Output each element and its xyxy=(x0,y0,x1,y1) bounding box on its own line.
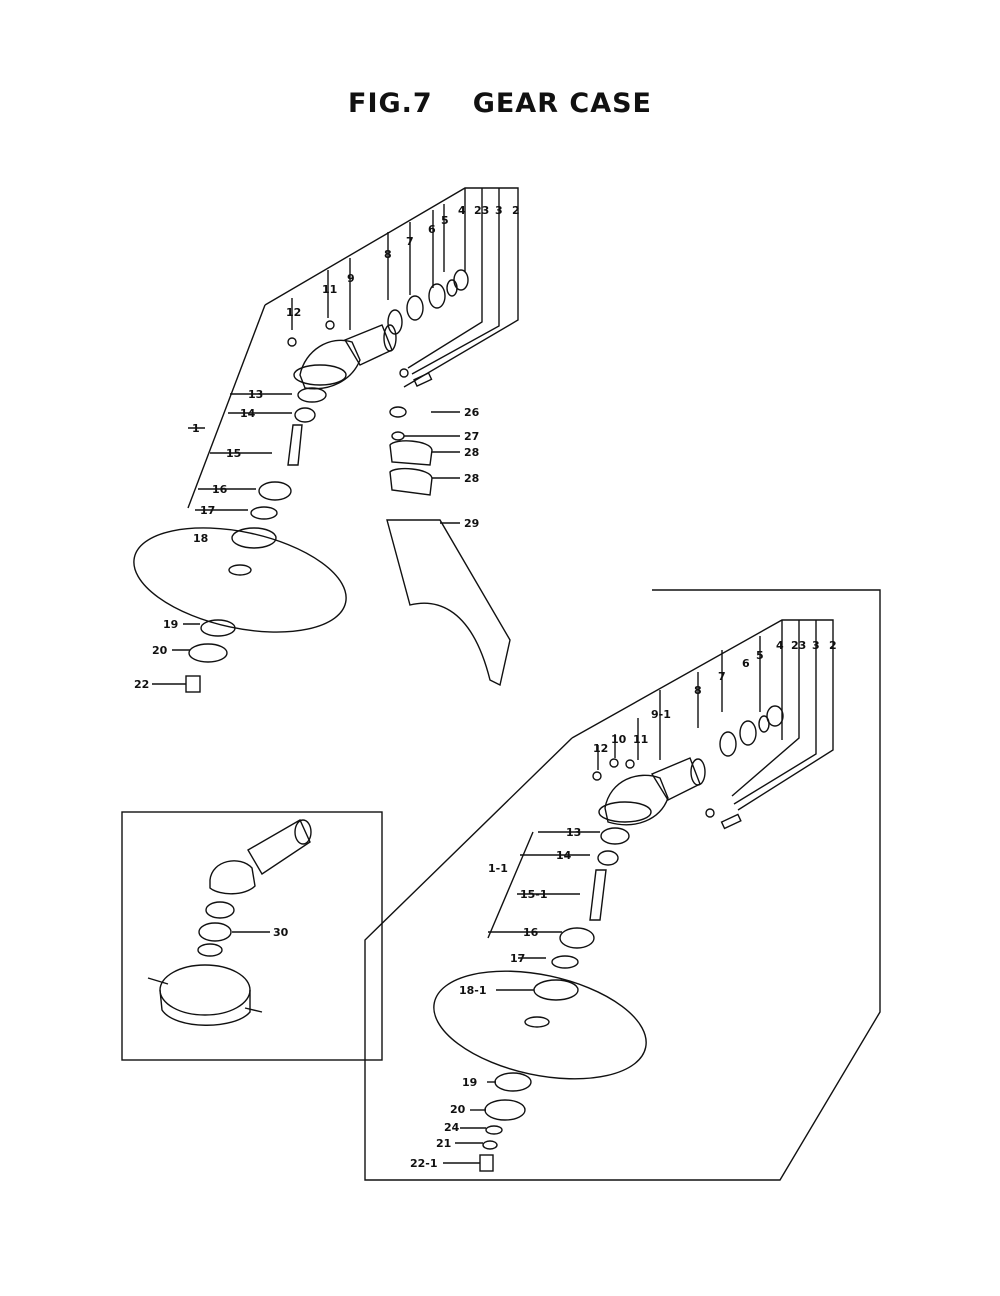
label-a-7: 7 xyxy=(406,235,414,248)
label-b-3: 3 xyxy=(812,639,820,652)
label-a-1: 1 xyxy=(192,422,200,435)
label-a-14: 14 xyxy=(240,407,256,420)
blade-disk-a xyxy=(133,527,347,633)
label-b-19: 19 xyxy=(462,1076,477,1089)
label-a-22: 22 xyxy=(134,678,149,691)
label-b-24: 24 xyxy=(444,1121,460,1134)
bearing-8 xyxy=(387,309,403,335)
label-a-19: 19 xyxy=(163,618,178,631)
label-b-13: 13 xyxy=(566,826,581,839)
label-a-28-lower: 28 xyxy=(464,472,479,485)
label-inset-30: 30 xyxy=(273,926,289,939)
bolt-22 xyxy=(185,675,201,693)
label-b-11: 11 xyxy=(633,733,648,746)
diagram-a-frame xyxy=(264,187,519,388)
label-a-3: 3 xyxy=(495,204,503,217)
figure-title: FIG.7 GEAR CASE xyxy=(0,88,1000,119)
label-b-22-1: 22-1 xyxy=(410,1157,438,1170)
label-a-16: 16 xyxy=(212,483,228,496)
label-b-8: 8 xyxy=(694,684,702,697)
circlip-4 xyxy=(453,269,469,291)
nut-14 xyxy=(294,407,316,423)
label-a-28-upper: 28 xyxy=(464,446,479,459)
screw-11 xyxy=(325,320,335,330)
label-a-18: 18 xyxy=(193,532,208,545)
shaft-15 xyxy=(287,424,303,466)
diagram-b-labels: 4 23 3 2 12 10 11 9-1 8 7 6 5 13 14 1-1 … xyxy=(410,639,837,1170)
label-b-6: 6 xyxy=(742,657,750,670)
inset-nylon-head xyxy=(121,811,383,1061)
label-a-11: 11 xyxy=(322,283,337,296)
bolt-26 xyxy=(389,406,407,418)
diagram-b xyxy=(364,589,881,1181)
figure-name: GEAR CASE xyxy=(472,88,652,119)
label-a-27: 27 xyxy=(464,430,479,443)
label-b-2: 2 xyxy=(829,639,837,652)
diagram-b-frame xyxy=(364,589,881,1181)
washer-19 xyxy=(200,619,236,637)
label-b-17: 17 xyxy=(510,952,525,965)
label-b-7: 7 xyxy=(718,670,726,683)
label-a-8: 8 xyxy=(384,248,392,261)
label-a-26: 26 xyxy=(464,406,480,419)
label-b-1-1: 1-1 xyxy=(488,862,508,875)
label-a-6: 6 xyxy=(428,223,436,236)
figure-number: FIG.7 xyxy=(348,88,433,119)
label-b-10: 10 xyxy=(611,733,627,746)
label-a-9: 9 xyxy=(347,272,355,285)
holder-18 xyxy=(231,527,277,549)
guard-29 xyxy=(386,519,511,687)
screw-12 xyxy=(287,337,297,347)
diagram-a-labels: 4 23 3 2 12 11 9 8 7 6 5 13 14 1 15 16 1… xyxy=(134,204,520,691)
label-a-29: 29 xyxy=(464,517,479,530)
label-a-12: 12 xyxy=(286,306,301,319)
washer-27 xyxy=(391,431,405,441)
bearing-6 xyxy=(428,283,446,309)
bearing-7 xyxy=(406,295,424,321)
label-b-9-1: 9-1 xyxy=(651,708,671,721)
blade-disk-b xyxy=(433,970,647,1080)
inset-frame xyxy=(121,811,383,1061)
label-b-15-1: 15-1 xyxy=(520,888,548,901)
diagram-a-frame-left xyxy=(187,304,266,509)
cup-20 xyxy=(188,643,228,663)
label-a-5: 5 xyxy=(441,214,449,227)
label-b-23: 23 xyxy=(791,639,806,652)
clamp-28-lower xyxy=(389,467,433,496)
gear-case-body xyxy=(299,339,361,390)
label-a-13: 13 xyxy=(248,388,263,401)
label-b-4: 4 xyxy=(776,639,784,652)
label-b-20: 20 xyxy=(450,1103,466,1116)
label-a-17: 17 xyxy=(200,504,215,517)
clamp-28-upper xyxy=(389,440,433,466)
bearing-16 xyxy=(258,481,292,501)
label-b-12: 12 xyxy=(593,742,608,755)
bearing-13 xyxy=(297,387,327,403)
label-b-14: 14 xyxy=(556,849,572,862)
label-b-18-1: 18-1 xyxy=(459,984,487,997)
label-a-2: 2 xyxy=(512,204,520,217)
label-a-20: 20 xyxy=(152,644,168,657)
label-a-15: 15 xyxy=(226,447,241,460)
label-b-5: 5 xyxy=(756,649,764,662)
label-b-21: 21 xyxy=(436,1137,451,1150)
diagram-a xyxy=(133,187,519,693)
ring-17 xyxy=(250,506,278,520)
label-b-16: 16 xyxy=(523,926,539,939)
label-a-4: 4 xyxy=(458,204,466,217)
label-a-23: 23 xyxy=(474,204,489,217)
